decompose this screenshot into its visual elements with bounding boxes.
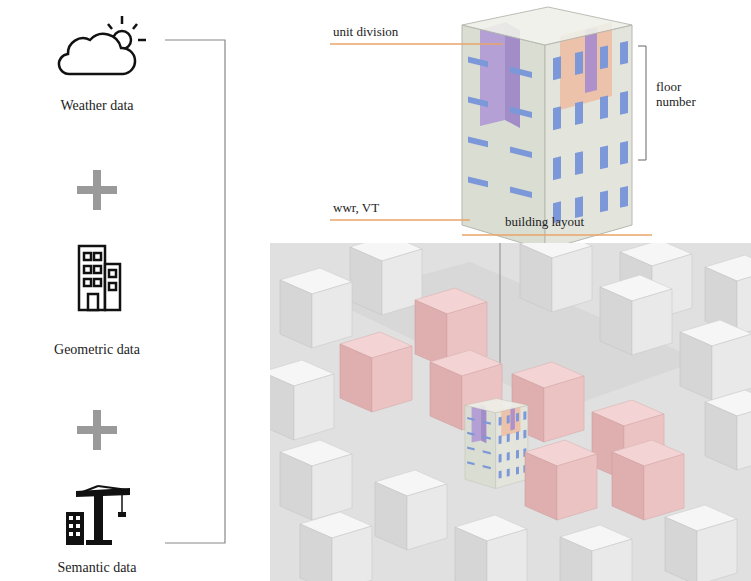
crane-icon	[66, 486, 130, 545]
text-label: wwr, VT	[333, 201, 379, 216]
leader-line	[330, 44, 652, 235]
text-label: Semantic data	[58, 560, 137, 576]
building-icon	[79, 246, 120, 310]
weather-icon	[59, 16, 146, 74]
city-model	[270, 243, 751, 581]
bracket	[165, 40, 225, 543]
bracket	[638, 46, 646, 160]
text-label: building layout	[505, 215, 584, 230]
text-label: unit division	[333, 25, 398, 40]
text-label: Weather data	[60, 98, 133, 114]
text-label: Geometric data	[54, 342, 140, 358]
text-label: floor number	[656, 80, 716, 110]
